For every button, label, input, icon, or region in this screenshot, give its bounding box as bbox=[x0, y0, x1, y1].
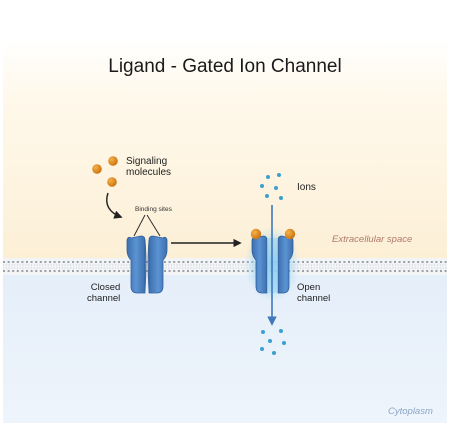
signaling-molecules-label: Signaling molecules bbox=[126, 156, 172, 178]
extracellular-region bbox=[3, 40, 447, 258]
binding-arrow bbox=[106, 192, 123, 219]
extracellular-space-label: Extracellular space bbox=[332, 234, 413, 245]
closed-channel-icon bbox=[126, 235, 168, 294]
cytoplasm-region bbox=[3, 258, 447, 423]
cell-membrane bbox=[3, 258, 447, 275]
page-title: Ligand - Gated Ion Channel bbox=[108, 56, 342, 77]
ions-extracellular-icon bbox=[260, 173, 283, 200]
ions-cytoplasm-icon bbox=[260, 329, 286, 355]
open-channel-label: Open channel bbox=[297, 282, 331, 304]
binding-sites-label: Binding sites bbox=[135, 206, 172, 213]
bound-ligands-icon bbox=[250, 228, 296, 240]
ions-label: Ions bbox=[297, 182, 316, 193]
closed-channel-label: Closed channel bbox=[87, 282, 121, 304]
signaling-molecules-icon bbox=[92, 156, 118, 187]
binding-site-pointers bbox=[133, 214, 161, 237]
cytoplasm-label: Cytoplasm bbox=[388, 406, 433, 417]
